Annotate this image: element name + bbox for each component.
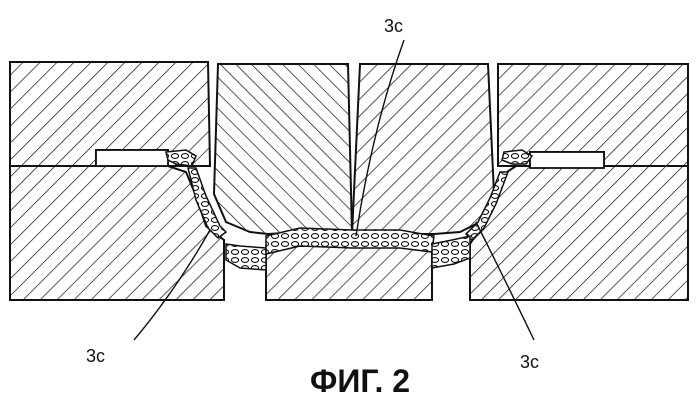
center-lower-die — [266, 246, 432, 300]
left-bottom-sheet — [226, 244, 266, 270]
left-recess — [96, 150, 168, 166]
right-bottom-sheet — [432, 236, 470, 268]
label-3c-top: 3c — [384, 16, 403, 36]
label-3c-right: 3c — [520, 352, 539, 372]
right-recess — [530, 152, 604, 168]
upper-right-die-block — [498, 64, 688, 166]
label-3c-left: 3c — [86, 346, 105, 366]
figure-caption: ФИГ. 2 — [310, 363, 410, 399]
left-center-punch — [214, 64, 352, 238]
right-center-punch — [352, 64, 494, 234]
